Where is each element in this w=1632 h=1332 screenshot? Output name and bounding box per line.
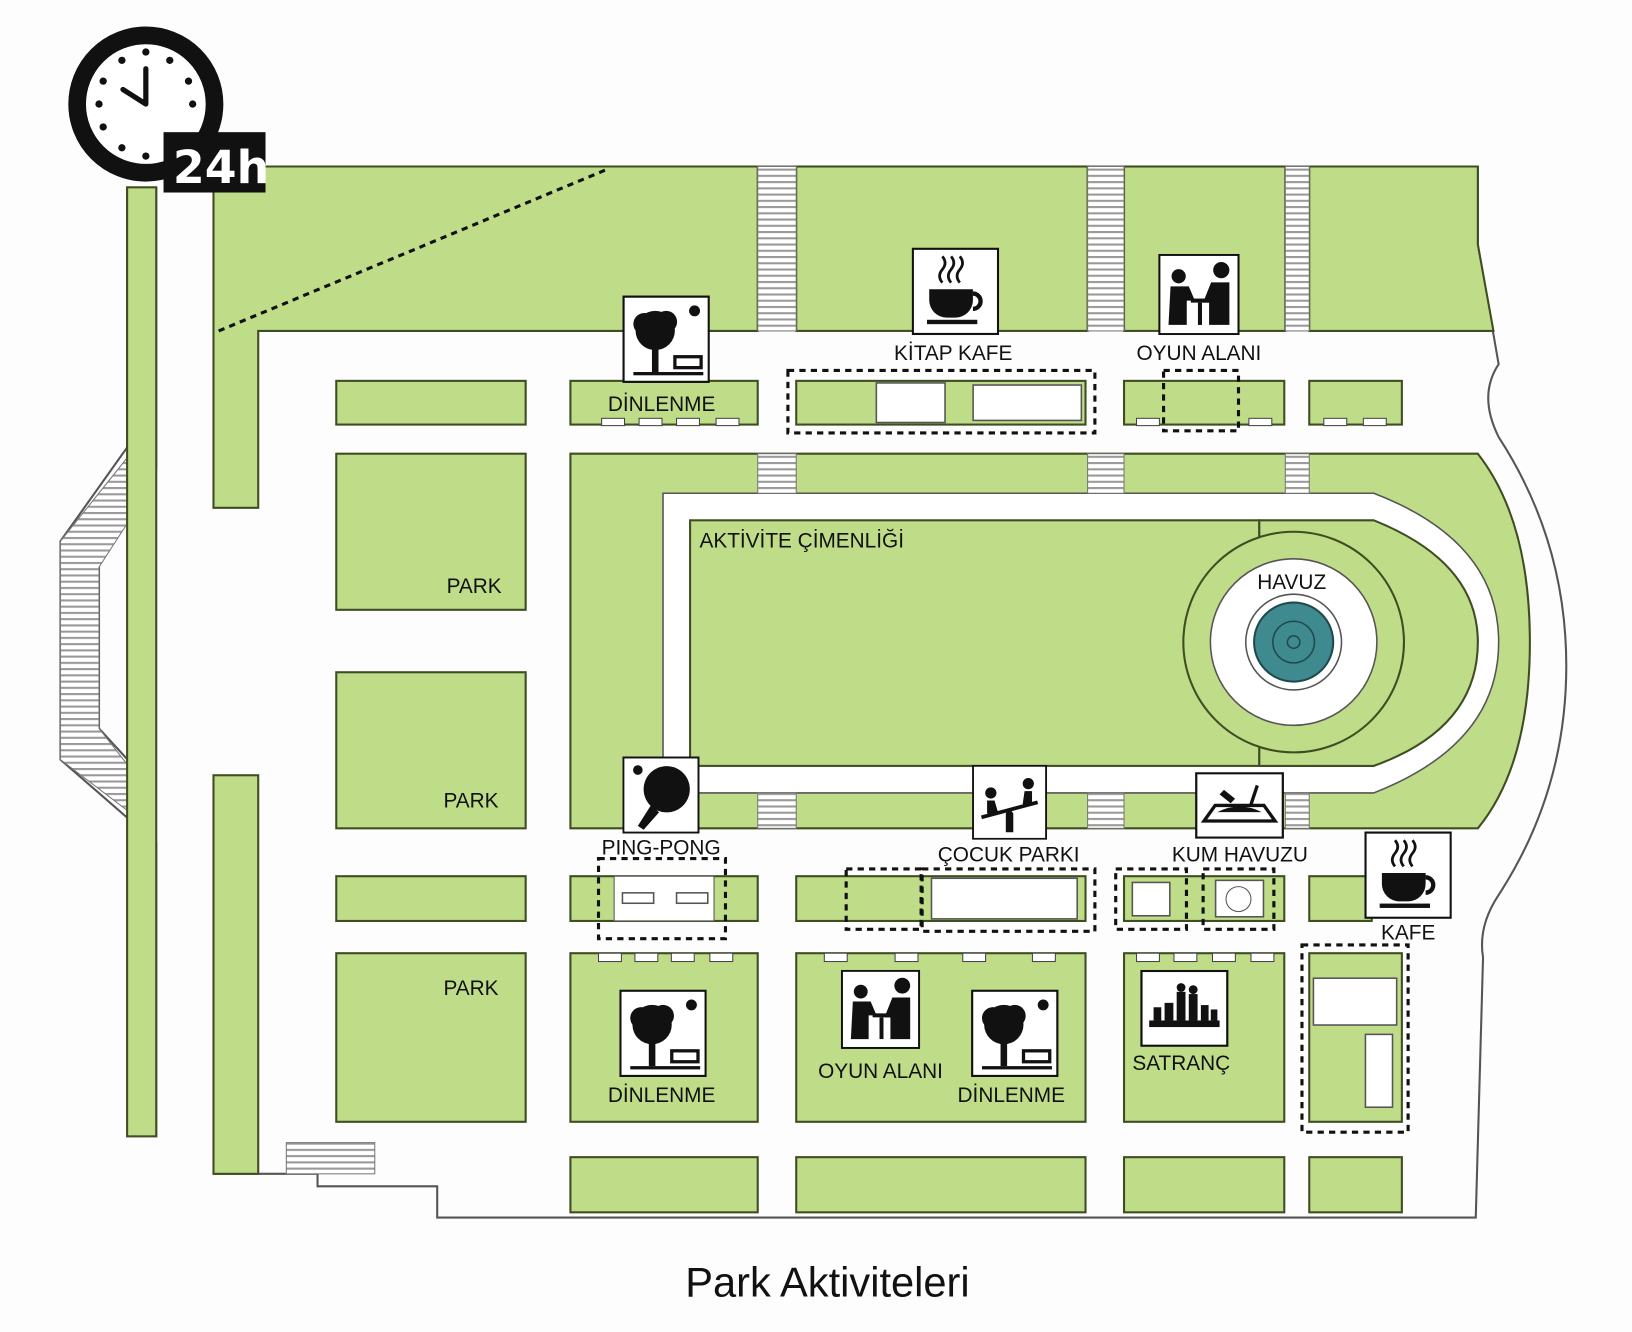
activity-lawn [689,519,1261,767]
label-park-1: PARK [447,575,502,598]
label-dinlenme-b2: DİNLENME [958,1084,1065,1107]
label-kafe: KAFE [1381,922,1435,945]
coffee-icon [1366,833,1451,918]
row1-blocks [335,368,1403,435]
board-game-players-icon [840,969,921,1049]
label-kitap-kafe: KİTAP KAFE [894,342,1012,365]
park-blocks [335,452,527,1123]
coffee-icon [913,249,998,334]
label-cocuk-parki: ÇOCUK PARKI [938,844,1080,867]
bottom-blocks [285,1142,1403,1214]
label-oyun-alani-top: OYUN ALANI [1137,342,1262,365]
rest-tree-bench-icon [619,989,707,1078]
label-aktivite-cimenligi: AKTİVİTE ÇİMENLİĞİ [699,529,904,552]
rest-tree-bench-icon [971,989,1059,1078]
label-kum-havuzu: KUM HAVUZU [1172,844,1308,867]
seesaw-playground-icon [973,766,1046,839]
map-title: Park Aktiviteleri [685,1259,969,1306]
badge-24h-text: 24h [173,141,269,194]
label-park-3: PARK [443,977,498,1000]
fountain [1182,530,1405,754]
chess-icon [1140,969,1229,1047]
label-oyun-alani-bottom: OYUN ALANI [818,1060,943,1083]
label-ping-pong: PING-PONG [602,836,721,859]
pool [1253,601,1335,683]
left-green-strip [126,186,158,1138]
left-green-strip-lower [212,774,260,1175]
label-dinlenme-top: DİNLENME [608,393,715,416]
ping-pong-icon [622,756,700,834]
sandbox-icon [1194,772,1285,839]
label-satranc: SATRANÇ [1132,1052,1230,1075]
board-game-players-icon [1158,253,1240,336]
row2-blocks [569,856,1373,941]
rest-tree-bench-icon [622,295,710,383]
label-park-2: PARK [443,790,498,813]
label-dinlenme-b1: DİNLENME [608,1084,715,1107]
clock-24h-icon: 24h [68,26,269,194]
label-havuz: HAVUZ [1257,571,1326,594]
